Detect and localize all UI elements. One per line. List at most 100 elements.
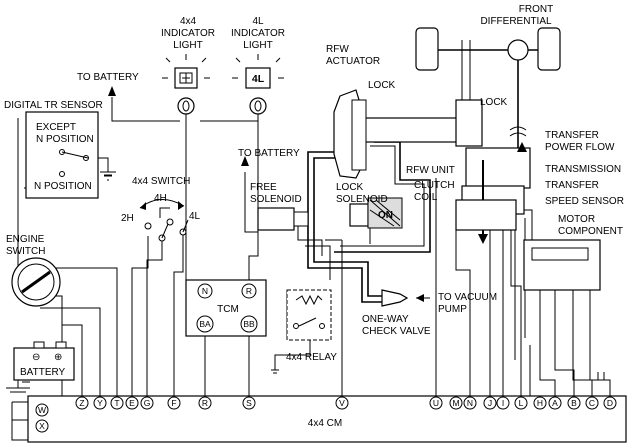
- cm-pin-label-y: Y: [97, 398, 103, 408]
- to-battery-arrow-mid: [241, 156, 249, 166]
- cm-pin-l: [514, 396, 528, 410]
- cm-pin-label-m: M: [452, 398, 459, 408]
- label-free: FREE: [250, 182, 277, 193]
- cm-pin-y: [93, 396, 107, 410]
- label-rfw: RFW: [326, 44, 349, 55]
- label-check-valve: CHECK VALVE: [362, 326, 431, 337]
- tcm-pin-n: N: [202, 286, 208, 296]
- engine-switch[interactable]: [11, 257, 61, 307]
- cm-pin-e: [125, 396, 139, 410]
- label-4l: 4L: [189, 211, 201, 222]
- label-actuator: ACTUATOR: [326, 56, 380, 67]
- label-transfer: TRANSFER: [545, 180, 599, 191]
- label-4l-ind-2: INDICATOR: [231, 28, 285, 39]
- cm-pin-h: [533, 396, 547, 410]
- cm-pin-label-t: T: [114, 398, 119, 408]
- cm-pin-label-f: F: [171, 398, 176, 408]
- label-one-way: ONE-WAY: [362, 314, 409, 325]
- digital-tr-sensor: [25, 111, 116, 199]
- labels: FRONT DIFFERENTIAL 4x4 INDICATOR LIGHT 4…: [4, 4, 624, 429]
- label-n-position-1: N POSITION: [36, 134, 94, 145]
- label-digital-tr-sensor: DIGITAL TR SENSOR: [4, 100, 103, 111]
- cm-pin-z: [75, 396, 89, 410]
- cm-pin-label-u: U: [433, 398, 439, 408]
- to-battery-arrow-top: [108, 86, 116, 96]
- cm-pin-n: [463, 396, 477, 410]
- label-to-battery-mid: TO BATTERY: [238, 148, 300, 159]
- cm-pin-w: [35, 403, 49, 417]
- label-front: FRONT: [519, 4, 553, 15]
- rfw-actuator: [333, 89, 463, 179]
- indicator-light-4x4: [162, 54, 210, 115]
- label-on: ON: [378, 210, 393, 221]
- label-coil: COIL: [414, 192, 438, 203]
- cm-pin-d: [603, 396, 617, 410]
- cm-pin-label-j: J: [488, 398, 492, 408]
- cm-pin-label-g: G: [144, 398, 151, 408]
- cm-pin-label-b: B: [571, 398, 577, 408]
- label-pump: PUMP: [438, 304, 467, 315]
- cm-pin-label-x: X: [39, 421, 45, 431]
- label-except: EXCEPT: [36, 122, 76, 133]
- label-battery: BATTERY: [20, 367, 66, 378]
- cm-pin-label-c: C: [589, 398, 595, 408]
- tcm-pin-bb: BB: [243, 319, 255, 329]
- battery-minus: ⊖: [32, 352, 40, 363]
- cm-pin-s: [242, 396, 256, 410]
- cm-pin-u: [429, 396, 443, 410]
- label-to-vacuum: TO VACUUM: [438, 292, 497, 303]
- cm-pin-i: [496, 396, 510, 410]
- label-2h: 2H: [121, 213, 134, 224]
- cm-pin-f: [167, 396, 181, 410]
- cm-pin-label-z: Z: [79, 398, 84, 408]
- label-motor: MOTOR: [558, 214, 595, 225]
- cm-pin-a: [548, 396, 562, 410]
- label-transmission: TRANSMISSION: [545, 164, 621, 175]
- cm-pin-label-e: E: [129, 398, 135, 408]
- indicator-4l-glyph: 4L: [252, 73, 265, 85]
- cm-pin-label-l: L: [519, 398, 524, 408]
- label-4x4-ind-1: 4x4: [180, 16, 197, 27]
- cm-pin-label-d: D: [607, 398, 613, 408]
- tcm-pin-ba: BA: [199, 319, 211, 329]
- label-lock-solenoid-1: LOCK: [336, 182, 364, 193]
- label-tcm: TCM: [217, 304, 239, 315]
- label-4x4-switch: 4x4 SWITCH: [132, 176, 190, 187]
- cm-pin-x: [35, 419, 49, 433]
- cm-pin-label-v: V: [339, 398, 345, 408]
- label-lock-right: LOCK: [480, 97, 508, 108]
- label-free-solenoid: SOLENOID: [250, 194, 302, 205]
- indicator-light-4l: 4L: [232, 54, 284, 115]
- cm-pin-c: [585, 396, 599, 410]
- cm-pin-label-i: I: [502, 398, 504, 408]
- battery-plus: ⊕: [54, 352, 62, 363]
- battery: [6, 341, 75, 393]
- one-way-check-valve: [381, 289, 424, 307]
- relay-4x4: [286, 289, 332, 341]
- label-transfer-1: TRANSFER: [545, 130, 599, 141]
- switch-4x4[interactable]: [139, 199, 189, 242]
- label-4l-ind-1: 4L: [252, 16, 264, 27]
- cm-pin-g: [140, 396, 154, 410]
- label-4h: 4H: [154, 193, 167, 204]
- tcm-pin-r: R: [246, 286, 252, 296]
- tcm: [185, 279, 267, 337]
- cm-pin-j: [483, 396, 497, 410]
- label-speed-sensor: SPEED SENSOR: [545, 196, 624, 207]
- cm-pin-label-r: R: [202, 398, 208, 408]
- label-relay: 4x4 RELAY: [286, 352, 337, 363]
- label-differential: DIFFERENTIAL: [480, 16, 552, 27]
- cm-pin-r: [198, 396, 212, 410]
- label-4l-ind-3: LIGHT: [243, 40, 272, 51]
- cm-pin-b: [567, 396, 581, 410]
- cm-pin-label-w: W: [38, 405, 46, 415]
- cm-pin-m: [449, 396, 463, 410]
- label-power-flow: POWER FLOW: [545, 142, 615, 153]
- free-solenoid: [257, 207, 309, 231]
- label-to-battery-top: TO BATTERY: [77, 72, 139, 83]
- cm-pin-t: [110, 396, 124, 410]
- cm-pin-label-s: S: [246, 398, 252, 408]
- label-rfw-unit: RFW UNIT: [406, 165, 455, 176]
